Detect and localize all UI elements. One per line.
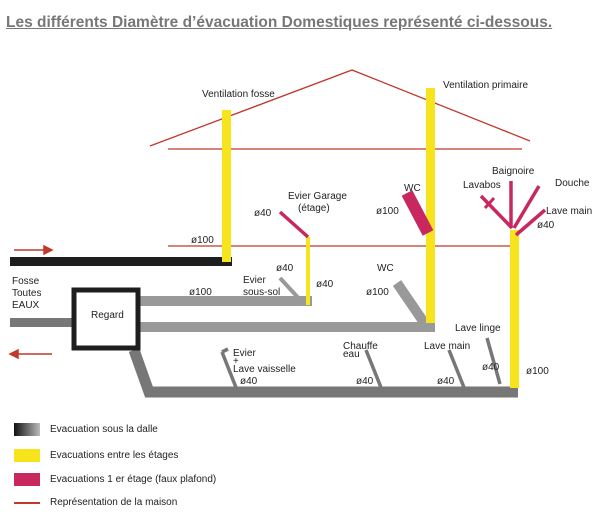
lave-main-pipe bbox=[447, 349, 467, 391]
label-baignoire: Baignoire bbox=[492, 166, 535, 177]
label-d40: ø40 bbox=[482, 362, 500, 373]
label-evier-garage-etage: (étage) bbox=[298, 203, 330, 214]
label-d100: ø100 bbox=[191, 235, 214, 246]
label-evier-garage: Evier Garage bbox=[288, 191, 347, 202]
label-douche: Douche bbox=[555, 178, 590, 189]
evier-garage-pipe bbox=[278, 210, 310, 239]
label-evier-sous-sol: Evier bbox=[243, 275, 266, 286]
label-lavabos: Lavabos bbox=[463, 180, 501, 191]
label-toutes: Toutes bbox=[12, 288, 41, 299]
wc-ground-pipe bbox=[392, 280, 430, 327]
label-d40: ø40 bbox=[356, 376, 374, 387]
label-wc-bottom: WC bbox=[377, 263, 394, 274]
wc-floor-pipe bbox=[401, 190, 434, 236]
label-d40: ø40 bbox=[240, 376, 258, 387]
label-evier: Evier bbox=[233, 348, 256, 359]
label-eau: eau bbox=[343, 349, 360, 360]
label-d40: ø40 bbox=[537, 220, 555, 231]
pipe-upper bbox=[140, 296, 312, 306]
label-d40: ø40 bbox=[316, 279, 334, 290]
label-d100: ø100 bbox=[376, 206, 399, 217]
legend-label-house: Représentation de la maison bbox=[50, 497, 178, 508]
evier-garage-downpipe bbox=[306, 237, 310, 305]
chauffe-eau-pipe bbox=[364, 349, 384, 391]
pipe-lower bbox=[128, 348, 518, 398]
outlet-pipe bbox=[10, 318, 74, 327]
ventilation-fosse-pipe bbox=[222, 110, 231, 262]
label-ventilation-fosse: Ventilation fosse bbox=[202, 89, 275, 100]
bathroom-downpipe bbox=[510, 230, 519, 388]
label-d100: ø100 bbox=[189, 287, 212, 298]
regard-box bbox=[71, 287, 141, 351]
legend-swatch-slab bbox=[14, 423, 40, 436]
label-plus: + bbox=[233, 356, 239, 367]
evier-sous-sol-pipe bbox=[278, 276, 305, 305]
lave-linge-pipe bbox=[485, 337, 502, 385]
slab-pipe bbox=[10, 257, 232, 266]
evier-lave-vaisselle-pipe bbox=[220, 351, 239, 391]
douche-pipe bbox=[512, 185, 541, 229]
inflow-arrow bbox=[14, 244, 54, 256]
label-d100: ø100 bbox=[526, 366, 549, 377]
label-d40: ø40 bbox=[276, 263, 294, 274]
regard-label: Regard bbox=[91, 310, 124, 321]
label-eaux: EAUX bbox=[12, 300, 40, 311]
legend-swatch-ceiling bbox=[14, 473, 40, 486]
lavabos-pipe bbox=[479, 194, 514, 230]
label-ventilation-primaire: Ventilation primaire bbox=[443, 80, 528, 91]
page-title: Les différents Diamètre d’évacuation Dom… bbox=[6, 14, 553, 31]
label-d100: ø100 bbox=[366, 287, 389, 298]
label-lave-main-bottom: Lave main bbox=[424, 341, 470, 352]
label-sous-sol: sous-sol bbox=[243, 287, 280, 298]
label-wc-top: WC bbox=[404, 183, 421, 194]
legend-label-ceiling: Evacuations 1 er étage (faux plafond) bbox=[50, 474, 217, 485]
legend-line-house bbox=[14, 502, 40, 504]
label-lave-linge: Lave linge bbox=[455, 323, 501, 334]
legend-label-slab: Evacuation sous la dalle bbox=[50, 424, 158, 435]
legend-label-floors: Evacuations entre les étages bbox=[50, 450, 179, 461]
label-lave-main-top: Lave main bbox=[546, 206, 592, 217]
lave-main-top-pipe bbox=[514, 208, 547, 237]
legend-swatch-floors bbox=[14, 449, 40, 462]
label-lave-vaisselle: Lave vaisselle bbox=[233, 364, 296, 375]
outflow-arrow bbox=[8, 348, 52, 360]
pipe-middle bbox=[140, 322, 435, 332]
ventilation-primaire-pipe bbox=[426, 88, 435, 323]
label-d40: ø40 bbox=[254, 208, 272, 219]
label-fosse: Fosse bbox=[12, 276, 40, 287]
label-d40: ø40 bbox=[437, 376, 455, 387]
label-chauffe: Chauffe bbox=[343, 341, 378, 352]
roof-line bbox=[149, 69, 531, 147]
